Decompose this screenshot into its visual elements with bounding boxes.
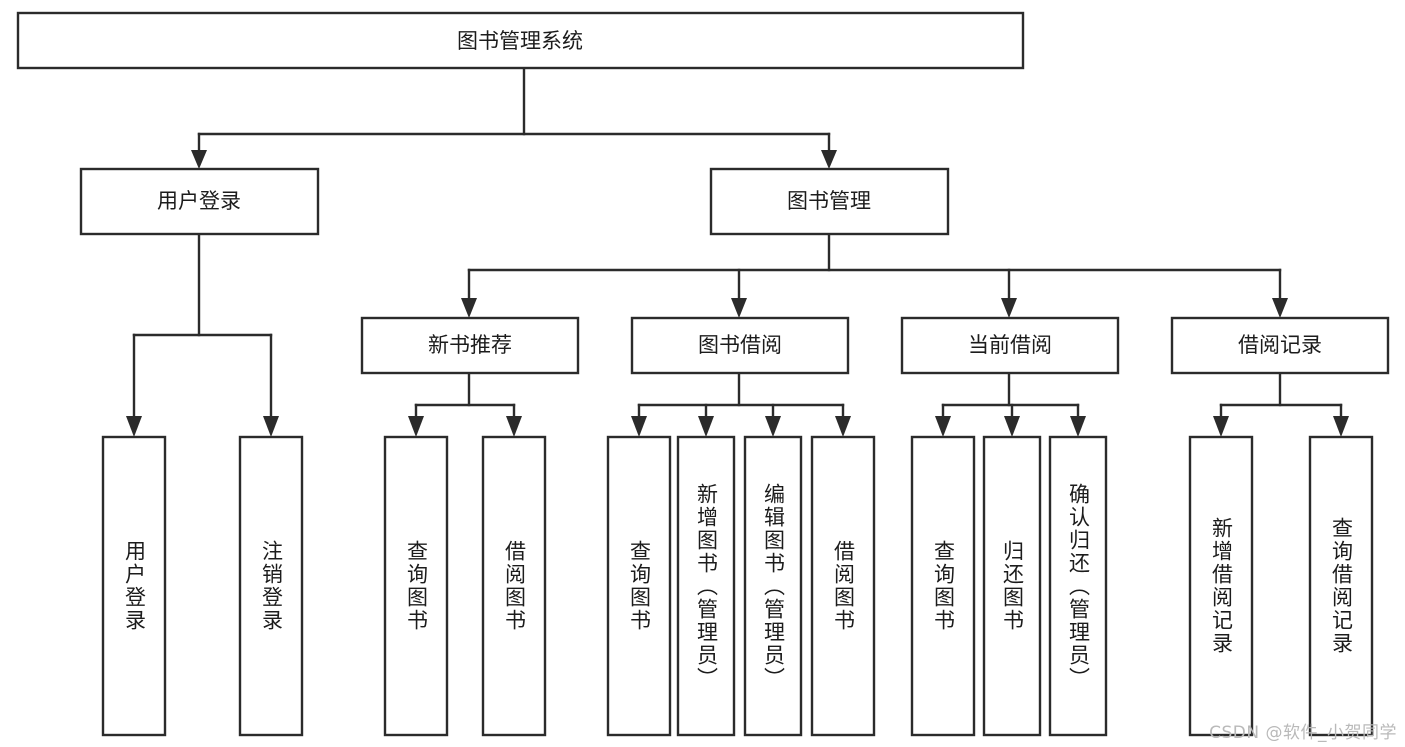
node-current-borrow[interactable]: 当前借阅 <box>900 316 1120 375</box>
leaf-borrow-book-box[interactable] <box>810 435 876 737</box>
leaf-node-boxes <box>101 435 1374 737</box>
leaf-edit-book-admin-box[interactable] <box>743 435 803 737</box>
leaf-return-book-box[interactable] <box>982 435 1042 737</box>
node-new-book-rec-label: 新书推荐 <box>428 333 512 357</box>
edge-group-current-borrow <box>935 371 1086 437</box>
arrow-to-leaf-rec-query-book <box>408 416 424 437</box>
arrow-to-new-book-rec <box>461 298 477 318</box>
edge-group-new-book-rec <box>408 371 522 437</box>
arrow-to-leaf-logout <box>263 416 279 437</box>
watermark-text: CSDN @软件_小贺同学 <box>1209 723 1397 743</box>
edge-group-root <box>191 66 837 169</box>
leaf-confirm-return-admin-box[interactable] <box>1048 435 1108 737</box>
arrow-to-leaf-return-book <box>1004 416 1020 437</box>
leaf-add-book-admin-box[interactable] <box>676 435 736 737</box>
node-current-borrow-box[interactable] <box>900 316 1120 375</box>
arrow-root-to-user-login <box>191 150 207 169</box>
node-book-manage-label: 图书管理 <box>787 189 871 213</box>
arrow-to-leaf-edit-book-admin <box>765 416 781 437</box>
edge-group-book-manage <box>461 232 1288 318</box>
node-book-manage-box[interactable] <box>709 167 950 236</box>
arrow-root-to-book-manage <box>821 150 837 169</box>
node-new-book-rec-box[interactable] <box>360 316 580 375</box>
leaf-logout-box[interactable] <box>238 435 304 737</box>
edge-group-user-login <box>126 232 279 437</box>
node-book-manage[interactable]: 图书管理 <box>709 167 950 236</box>
leaf-rec-borrow-book-box[interactable] <box>481 435 547 737</box>
node-borrow-record-box[interactable] <box>1170 316 1390 375</box>
node-current-borrow-label: 当前借阅 <box>968 333 1052 357</box>
arrow-to-leaf-query-borrow-record <box>1333 416 1349 437</box>
node-root-label: 图书管理系统 <box>457 29 583 53</box>
leaf-user-login-box[interactable] <box>101 435 167 737</box>
arrow-to-leaf-borrow-book <box>835 416 851 437</box>
node-user-login-box[interactable] <box>79 167 320 236</box>
arrow-to-leaf-rec-borrow-book <box>506 416 522 437</box>
leaf-cur-query-book-box[interactable] <box>910 435 976 737</box>
node-book-borrow-label: 图书借阅 <box>698 333 782 357</box>
arrow-to-borrow-record <box>1272 298 1288 318</box>
arrow-to-leaf-add-book-admin <box>698 416 714 437</box>
arrow-to-book-borrow <box>731 298 747 318</box>
leaf-add-borrow-record-box[interactable] <box>1188 435 1254 737</box>
arrow-to-leaf-user-login <box>126 416 142 437</box>
node-borrow-record-label: 借阅记录 <box>1238 333 1322 357</box>
node-new-book-rec[interactable]: 新书推荐 <box>360 316 580 375</box>
arrow-to-current-borrow <box>1001 298 1017 318</box>
leaf-borrow-query-book-box[interactable] <box>606 435 672 737</box>
arrow-to-leaf-confirm-return-admin <box>1070 416 1086 437</box>
leaf-query-borrow-record-box[interactable] <box>1308 435 1374 737</box>
edge-group-book-borrow <box>631 371 851 437</box>
arrow-to-leaf-add-borrow-record <box>1213 416 1229 437</box>
node-book-borrow-box[interactable] <box>630 316 850 375</box>
node-user-login[interactable]: 用户登录 <box>79 167 320 236</box>
arrow-to-leaf-cur-query-book <box>935 416 951 437</box>
node-user-login-label: 用户登录 <box>157 189 241 213</box>
node-root[interactable]: 图书管理系统 <box>16 11 1025 70</box>
node-book-borrow[interactable]: 图书借阅 <box>630 316 850 375</box>
node-borrow-record[interactable]: 借阅记录 <box>1170 316 1390 375</box>
edge-group-borrow-record <box>1213 371 1349 437</box>
leaf-rec-query-book-box[interactable] <box>383 435 449 737</box>
arrow-to-leaf-borrow-query-book <box>631 416 647 437</box>
node-root-box[interactable] <box>16 11 1025 70</box>
